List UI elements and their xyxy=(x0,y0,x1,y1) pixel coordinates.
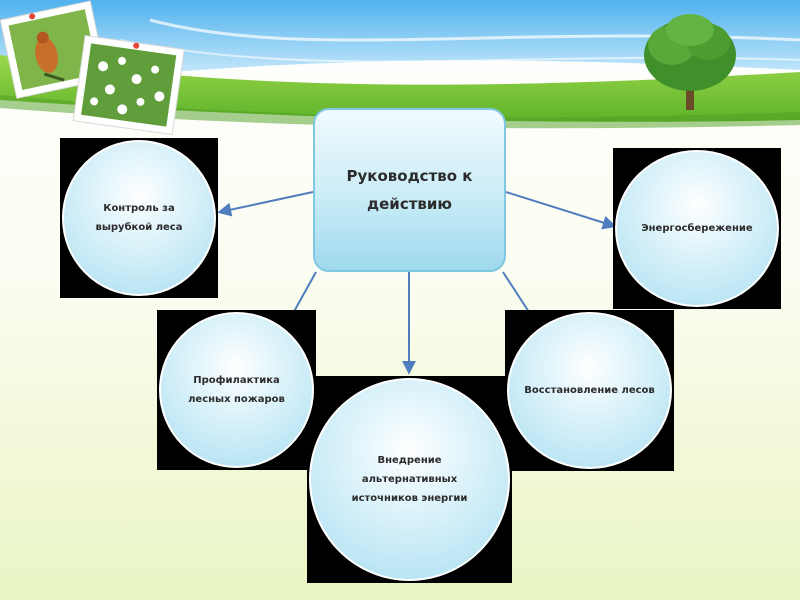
node-energy-saving: Энергосбережение xyxy=(615,150,779,307)
tree-illustration xyxy=(644,14,736,110)
grass-band xyxy=(0,55,800,129)
node-center-guide: Руководство к действию xyxy=(313,108,506,272)
node-forest-restoration: Восстановление лесов xyxy=(507,312,672,469)
node-fire-prevention: Профилактика лесных пожаров xyxy=(159,312,314,468)
node-logging-control: Контроль за вырубкой леса xyxy=(62,140,216,296)
daisies-photo xyxy=(72,34,185,136)
node-alternative-energy: Внедрение альтернативных источников энер… xyxy=(309,378,510,581)
